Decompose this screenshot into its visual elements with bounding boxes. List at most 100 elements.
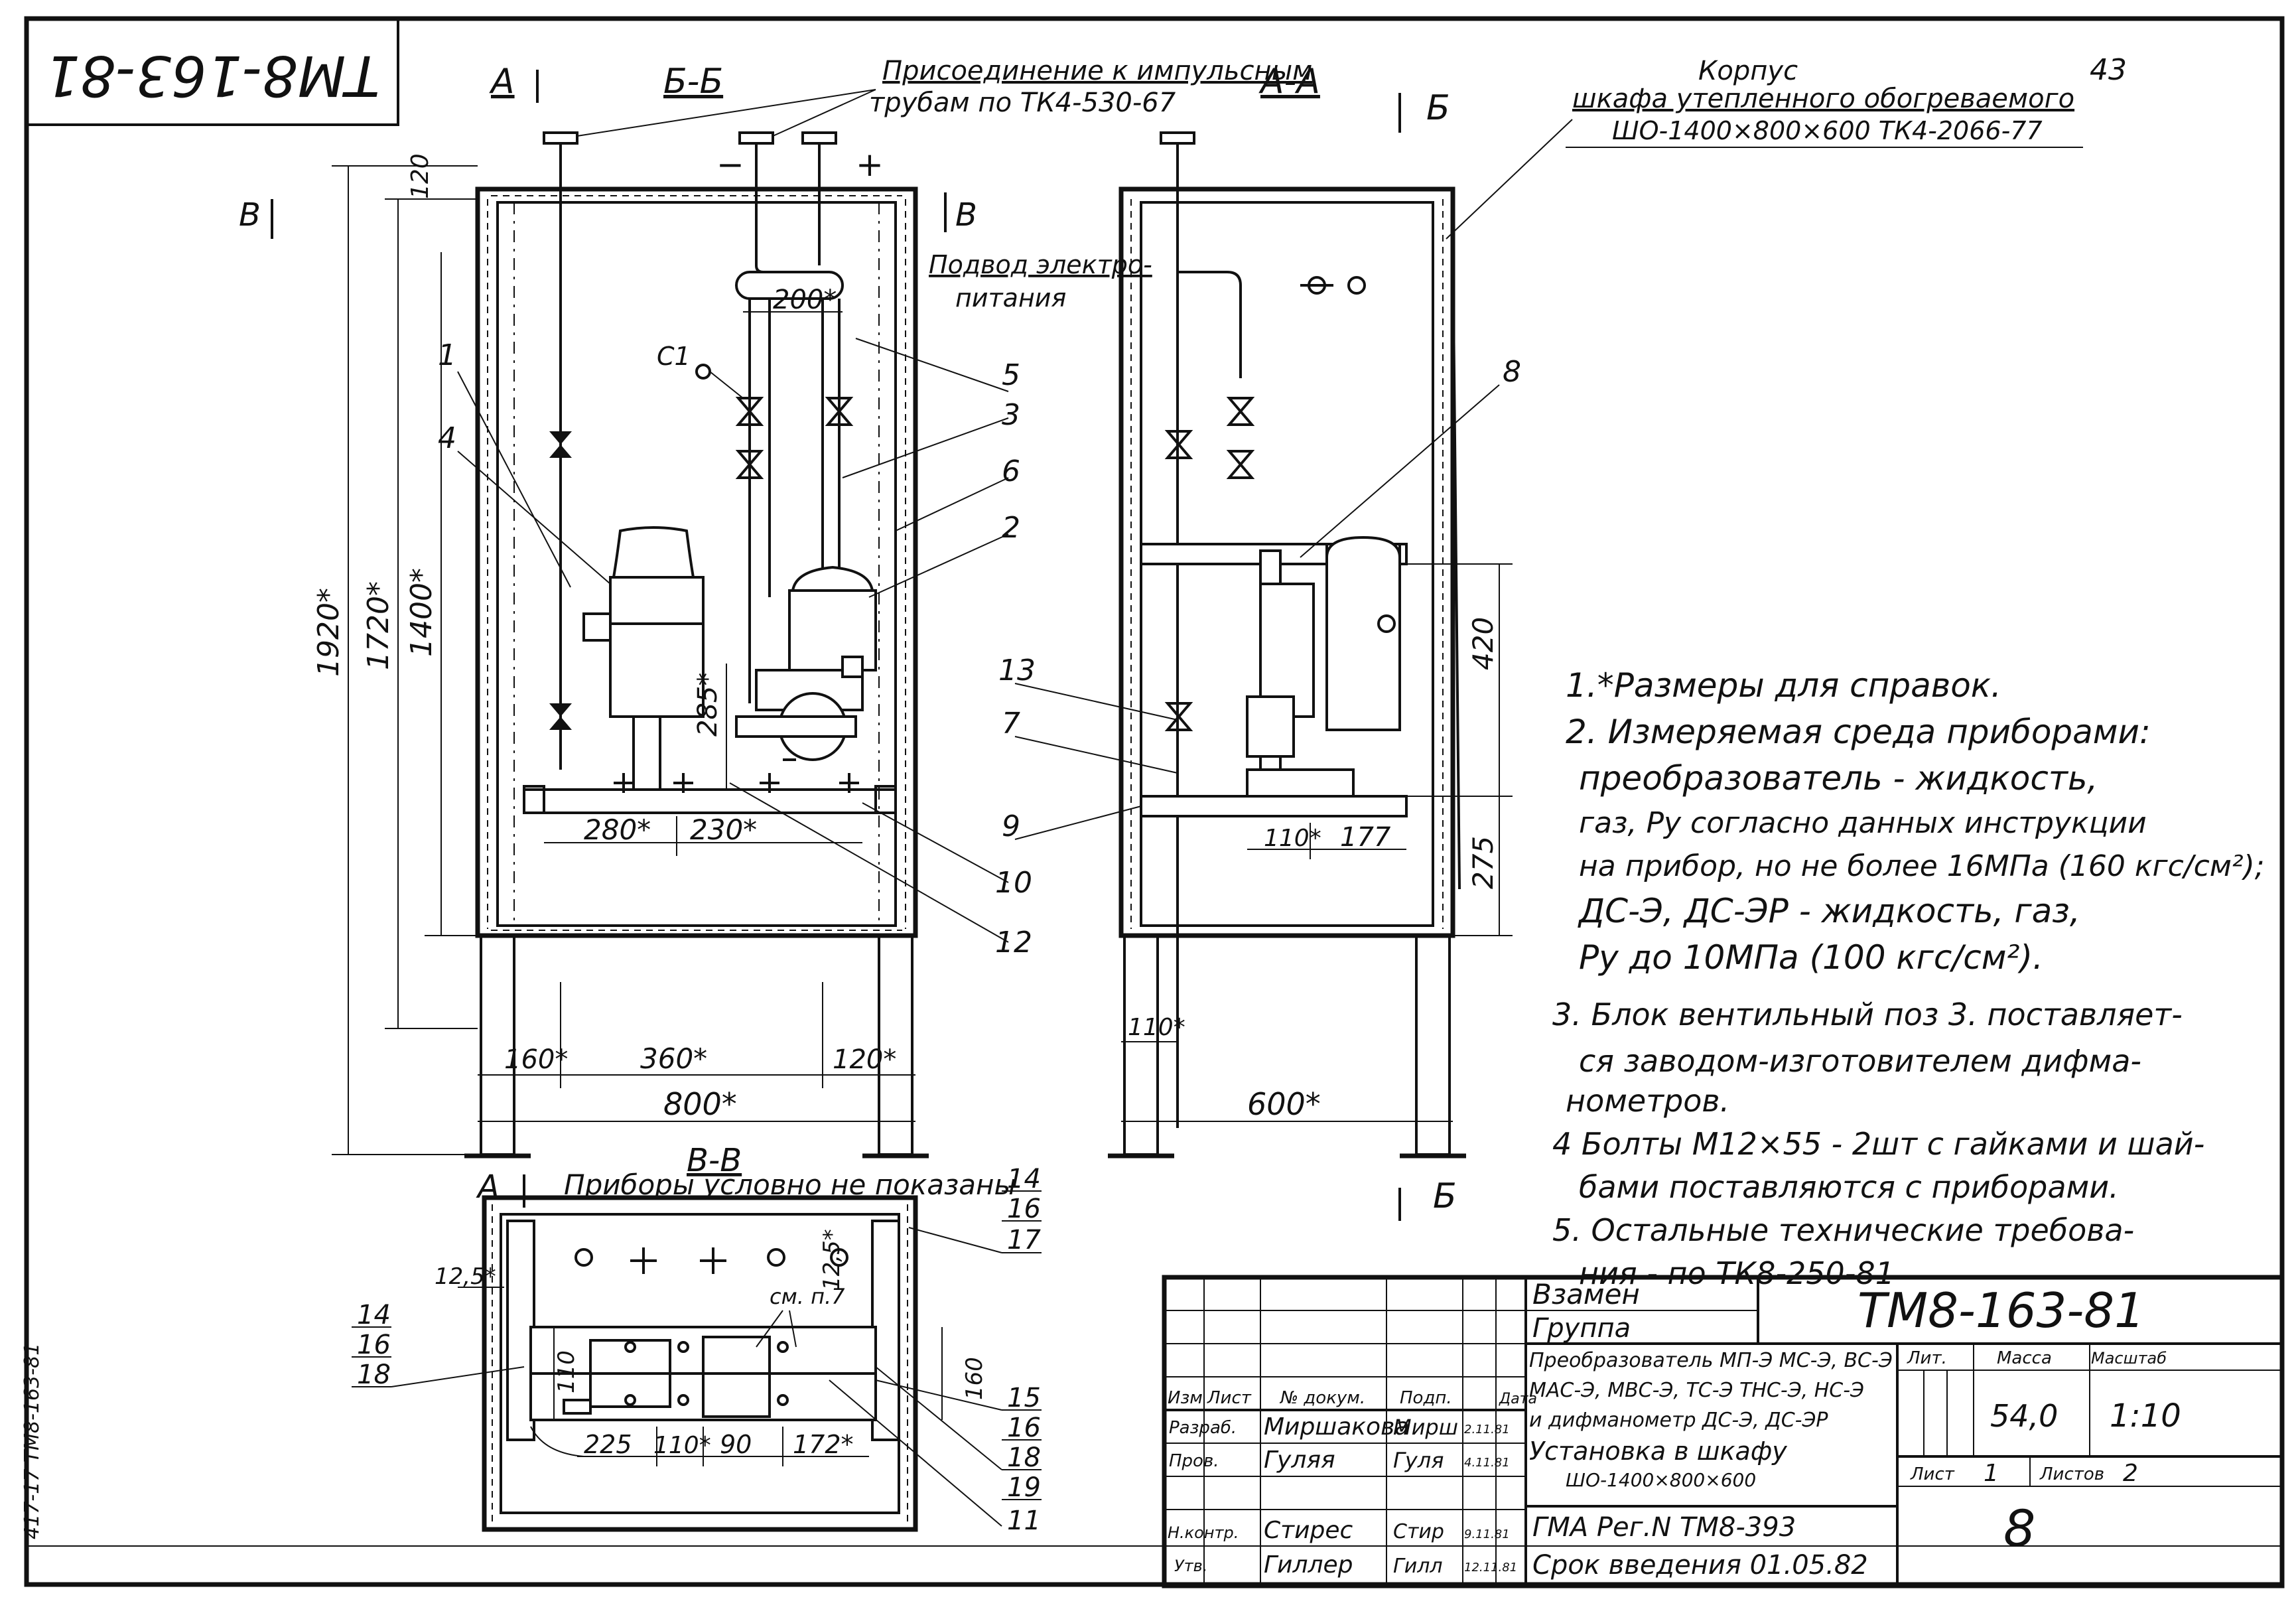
- power-supply-line1: Подвод электро-: [929, 250, 1152, 279]
- tb-sheet-value: 1: [1984, 1460, 1999, 1487]
- view-vv: В-В А Приборы условно не показаны 12,: [352, 1142, 1042, 1536]
- callout-16-c: 16: [1007, 1413, 1041, 1443]
- section-label-aa: А-А: [1258, 62, 1320, 102]
- note-line-12: бами поставляются с приборами.: [1579, 1169, 2119, 1205]
- callout-12: 12: [995, 926, 1032, 959]
- section-marker-b-bottom: Б: [1433, 1176, 1457, 1216]
- see-note-7: см. п.7: [770, 1284, 845, 1309]
- callout-16-b: 16: [357, 1330, 391, 1360]
- minus-sign: −: [716, 145, 744, 184]
- note-line-5: на прибор, но не более 16МПа (160 кгс/см…: [1579, 849, 2265, 883]
- title-block: Взамен Группа ТМ8-163-81 Изм Лист № доку…: [1162, 1275, 2285, 1588]
- dim-110-b: 110*: [1128, 1014, 1185, 1041]
- impulse-connection-line1: Присоединение к импульсным: [882, 56, 1312, 86]
- housing-line1: Корпус: [1698, 56, 1798, 86]
- tb-mass-value: 54,0: [1990, 1398, 2058, 1434]
- callout-16-a: 16: [1007, 1194, 1041, 1224]
- dim-172: 172*: [793, 1430, 854, 1459]
- note-line-8: 3. Блок вентильный поз 3. поставляет-: [1552, 997, 2183, 1032]
- note-line-14: ния - по ТК8-250-81: [1579, 1255, 1895, 1291]
- label-c1: С1: [657, 342, 691, 371]
- dim-120-top: 120: [407, 153, 434, 199]
- tb-big-number: 8: [2003, 1499, 2035, 1558]
- dim-177: 177: [1340, 822, 1391, 853]
- callout-stack-left: 14 16 18: [352, 1300, 525, 1390]
- tb-row2-role: Пров.: [1169, 1451, 1219, 1471]
- impulse-connection-line2: трубам по ТК4-530-67: [869, 88, 1176, 118]
- tb-hdr-izm: Изм: [1168, 1388, 1203, 1408]
- note-line-13: 5. Остальные технические требова-: [1552, 1212, 2134, 1248]
- callout-5: 5: [1002, 358, 1020, 392]
- note-line-3: преобразователь - жидкость,: [1579, 759, 2098, 798]
- tb-row1-name: Миршакова: [1264, 1413, 1409, 1441]
- tb-mass-header: Масса: [1997, 1348, 2052, 1368]
- notes: 1.*Размеры для справок. 2. Измеряемая ср…: [1552, 666, 2265, 1291]
- callout-1: 1: [438, 338, 456, 372]
- dim-110-c: 110: [553, 1350, 580, 1393]
- callout-18-c: 18: [1007, 1443, 1041, 1473]
- note-line-9: ся заводом-изготовителем дифма-: [1579, 1043, 2141, 1079]
- dim-420: 420: [1467, 617, 1499, 670]
- doc-code-stamp-text: ТМ8-163-81: [44, 43, 379, 108]
- tb-row3-name: Стирес: [1264, 1517, 1353, 1544]
- tb-title-5: ШО-1400×800×600: [1566, 1469, 1756, 1491]
- valve-symbols-bb: [549, 397, 854, 730]
- tb-title-2: МАС-Э, МВС-Э, ТС-Э ТНС-Э, НС-Э: [1529, 1379, 1864, 1402]
- tb-sheet-label: Лист: [1910, 1464, 1955, 1484]
- housing-note: Корпус шкафа утепленного обогреваемого Ш…: [1446, 56, 2083, 240]
- left-margin-note: 417-17 ТМ8-163-81: [21, 1343, 44, 1539]
- tb-title-4: Установка в шкафу: [1529, 1437, 1787, 1466]
- tb-row4-date: 12.11.81: [1464, 1561, 1517, 1575]
- section-marker-b-top: Б: [1426, 88, 1450, 128]
- tb-hdr-doc: № докум.: [1279, 1388, 1365, 1408]
- tb-hdr-date: Дата: [1499, 1391, 1537, 1407]
- tb-row3-date: 9.11.81: [1464, 1527, 1510, 1541]
- callout-11: 11: [1007, 1506, 1041, 1536]
- callout-4: 4: [438, 421, 456, 455]
- dim-110-d: 110*: [653, 1432, 711, 1459]
- dim-120b: 120*: [833, 1044, 896, 1075]
- callout-6: 6: [1002, 455, 1020, 488]
- section-marker-a-top: А: [489, 62, 515, 102]
- section-marker-v-right: В: [955, 196, 977, 234]
- tb-row2-date: 4.11.81: [1464, 1456, 1510, 1470]
- tb-org-reg: ГМА Рег.N ТМ8-393: [1532, 1512, 1796, 1543]
- callout-stack-right-top: 14 16 17: [908, 1164, 1042, 1255]
- callout-2: 2: [1002, 511, 1020, 545]
- dim-285: 285*: [693, 673, 723, 737]
- view-bb: Б-Б А В В − +: [239, 62, 1032, 1159]
- callout-17-a: 17: [1007, 1225, 1041, 1255]
- note-line-4: газ, Pу согласно данных инструкции: [1579, 806, 2147, 840]
- dim-160: 160*: [504, 1044, 568, 1075]
- plus-sign: +: [856, 145, 884, 184]
- tb-scale-header: Масштаб: [2091, 1349, 2167, 1368]
- callout-9: 9: [1002, 810, 1020, 843]
- dim-225: 225: [584, 1430, 632, 1459]
- tb-row4-name: Гиллер: [1264, 1551, 1353, 1579]
- dim-1720: 1720*: [362, 581, 395, 670]
- dim-12-5-left: 12,5*: [435, 1263, 496, 1290]
- dim-275: 275: [1467, 836, 1499, 889]
- callout-15: 15: [1007, 1383, 1041, 1413]
- callout-19: 19: [1007, 1472, 1041, 1503]
- dim-1920: 1920*: [312, 588, 346, 677]
- section-label-vv: В-В: [687, 1142, 742, 1179]
- dim-600: 600*: [1247, 1086, 1321, 1122]
- bolt-marks-bb: [614, 773, 859, 793]
- power-supply-line2: питания: [955, 283, 1066, 313]
- tb-title-1: Преобразователь МП-Э МС-Э, ВС-Э: [1529, 1349, 1893, 1372]
- view-aa: А-А Б Б: [998, 62, 1521, 1221]
- tb-hdr-sign: Подп.: [1400, 1388, 1452, 1408]
- callout-18-b: 18: [357, 1360, 391, 1390]
- note-line-6: ДС-Э, ДС-ЭР - жидкость, газ,: [1578, 892, 2080, 930]
- tb-row2-name: Гуляя: [1264, 1446, 1335, 1474]
- plan-bolt-holes: [624, 1341, 789, 1406]
- tb-intro-date: Срок введения 01.05.82: [1532, 1550, 1868, 1581]
- section-marker-v-left: В: [239, 196, 261, 234]
- dim-1400: 1400*: [405, 568, 439, 657]
- callout-3: 3: [1002, 398, 1020, 432]
- tb-row2-sign: Гуля: [1393, 1448, 1444, 1473]
- tb-sheets-value: 2: [2123, 1460, 2138, 1487]
- page-number: 43: [2090, 53, 2127, 87]
